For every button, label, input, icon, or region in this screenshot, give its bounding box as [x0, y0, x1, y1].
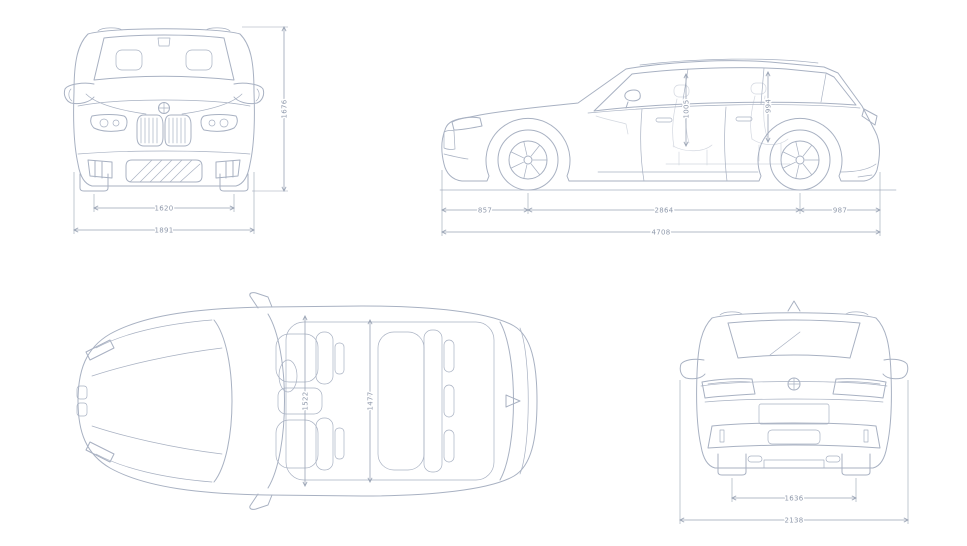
exhaust-left [747, 455, 763, 463]
roof-rails [97, 27, 231, 32]
lower-intake [125, 159, 203, 183]
top-dimensions: 1522 1477 [300, 316, 376, 486]
kidney-grille [136, 114, 192, 147]
door-lines [640, 106, 728, 182]
tailgate-line [519, 327, 529, 475]
front-view-diagram: 1620 1891 1676 [63, 14, 290, 236]
steering-wheel [278, 359, 298, 393]
side-mirror-left [63, 82, 95, 105]
license-plate-recess [758, 403, 830, 425]
bmw-roundel [158, 102, 170, 114]
roof-rail [639, 58, 819, 66]
hood-creases [77, 93, 251, 115]
side-car-body [439, 58, 897, 191]
dim-rear-headroom: 994 [765, 99, 773, 114]
exhaust-right [825, 455, 841, 463]
windshield [93, 34, 235, 81]
top-grille-upper [76, 385, 88, 400]
side-mirror [624, 89, 641, 109]
taillight-left [701, 378, 756, 399]
antenna-fin [787, 300, 801, 312]
rear-dimensions: 1636 2138 [680, 380, 908, 526]
taillight-right [832, 378, 887, 399]
taillight [861, 108, 878, 126]
rear-window [727, 319, 861, 359]
rear-mirror-left [679, 358, 706, 380]
top-headlights [85, 339, 115, 463]
antenna-fin [505, 394, 521, 408]
dim-front-headroom: 1005 [683, 99, 691, 118]
beltline [587, 104, 861, 114]
dim-front-height: 1676 [281, 99, 289, 118]
dim-rear-overall-width: 2138 [784, 517, 803, 525]
top-mirror-right [249, 493, 273, 510]
side-view-diagram: 1005 994 857 2864 987 4708 [439, 58, 897, 238]
top-view-diagram: 1522 1477 [76, 292, 538, 510]
rear-view-diagram: 1636 2138 [672, 300, 917, 526]
side-dimensions: 1005 994 857 2864 987 4708 [442, 72, 880, 238]
rear-mirror-right [882, 358, 909, 380]
tailgate-crease [704, 398, 884, 403]
front-wheel [497, 129, 559, 191]
dim-rear-track: 1636 [784, 495, 803, 503]
headlight-left [90, 114, 128, 132]
dim-front-track: 1620 [154, 205, 173, 213]
door-handle-rear [735, 116, 753, 122]
front-seats [275, 331, 345, 471]
rear-car-body [679, 300, 909, 476]
side-body-outline [441, 60, 880, 182]
hood-lines [91, 319, 223, 483]
headlight-right [200, 114, 238, 132]
side-headlight [451, 116, 483, 131]
rearview-mirror [157, 37, 171, 47]
bumper-crease [77, 150, 251, 155]
dim-front-overhang: 857 [478, 207, 492, 215]
rear-wheel [769, 129, 831, 191]
windshield-arcs [213, 313, 285, 489]
rear-body-outline [696, 312, 892, 469]
top-body-outline [77, 305, 538, 497]
headrest-right [185, 49, 213, 71]
headrest-left [115, 49, 143, 71]
roof-panel [285, 321, 495, 481]
side-interior-ghost [595, 82, 791, 166]
dim-overall-length: 4708 [651, 229, 670, 237]
window-band [593, 67, 857, 112]
rear-diffuser [707, 422, 881, 449]
side-intakes [87, 159, 241, 179]
rear-window-arc [499, 321, 514, 481]
rear-wiper [769, 331, 801, 356]
rear-wheels [717, 453, 871, 476]
dim-rear-overhang: 987 [833, 207, 847, 215]
door-handle-front [655, 117, 673, 123]
top-car-body [76, 292, 538, 510]
dim-front-interior-width: 1522 [302, 391, 310, 410]
roof-rails [719, 311, 869, 316]
dim-wheelbase: 2864 [654, 207, 673, 215]
front-wheels [79, 173, 249, 192]
bmw-roundel [787, 377, 801, 391]
top-grille-lower [76, 402, 88, 417]
dim-front-overall-width: 1891 [154, 227, 173, 235]
top-mirror-left [249, 292, 273, 309]
rear-bench [377, 329, 455, 473]
side-grille [443, 129, 456, 150]
front-dimensions: 1620 1891 1676 [74, 27, 290, 236]
front-car-body [63, 27, 265, 192]
dim-rear-interior-width: 1477 [367, 391, 375, 410]
front-body-outline [73, 28, 255, 187]
side-mirror-right [233, 82, 265, 105]
